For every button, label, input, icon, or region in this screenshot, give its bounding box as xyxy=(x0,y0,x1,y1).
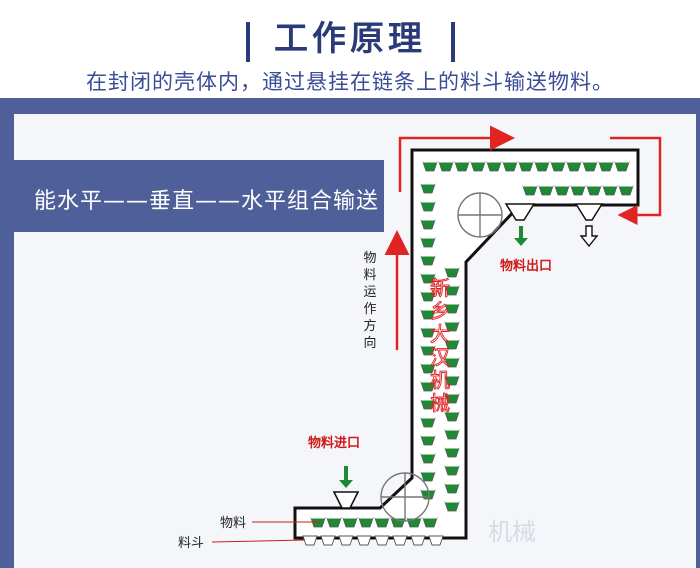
svg-text:方: 方 xyxy=(363,318,376,334)
svg-text:作: 作 xyxy=(363,302,376,317)
outlet-label: 物料出口 xyxy=(500,258,552,274)
direction-arrows xyxy=(384,125,662,350)
material-label: 物料 xyxy=(220,516,246,531)
direction-label: 物 料 运 作 方 向 xyxy=(363,251,376,351)
svg-text:料: 料 xyxy=(363,268,376,283)
svg-text:向: 向 xyxy=(363,335,376,351)
sprocket-wheels xyxy=(380,192,503,522)
title-bar-left xyxy=(246,22,250,62)
page-title: 工作原理 xyxy=(274,19,426,59)
svg-text:械: 械 xyxy=(430,391,450,415)
outlet-arrow-open xyxy=(579,225,599,248)
bucket-label: 料斗 xyxy=(178,536,204,551)
page-subtitle: 在封闭的壳体内，通过悬挂在链条上的料斗输送物料。 xyxy=(86,70,614,94)
outlet-arrow-green xyxy=(514,226,528,246)
svg-text:新: 新 xyxy=(430,276,450,300)
watermark: 新 乡 大 汉 机 械 xyxy=(430,276,451,416)
banner-label: 能水平——垂直——水平组合输送 xyxy=(34,189,380,214)
banner-box xyxy=(14,160,384,232)
watermark-tail: 机械 xyxy=(488,518,536,546)
svg-text:乡: 乡 xyxy=(430,299,450,323)
header: 工作原理 xyxy=(0,14,700,64)
outlet-chutes xyxy=(504,203,604,221)
svg-text:运: 运 xyxy=(363,285,376,300)
leader-lines xyxy=(211,521,320,543)
svg-text:机: 机 xyxy=(430,368,450,392)
inlet-arrow-green xyxy=(339,466,353,488)
svg-text:汉: 汉 xyxy=(430,345,450,369)
inlet-hopper xyxy=(332,491,360,509)
inlet-label: 物料进口 xyxy=(308,435,360,451)
svg-text:物: 物 xyxy=(363,251,376,266)
svg-text:大: 大 xyxy=(430,322,450,346)
title-bar-right xyxy=(451,22,455,62)
